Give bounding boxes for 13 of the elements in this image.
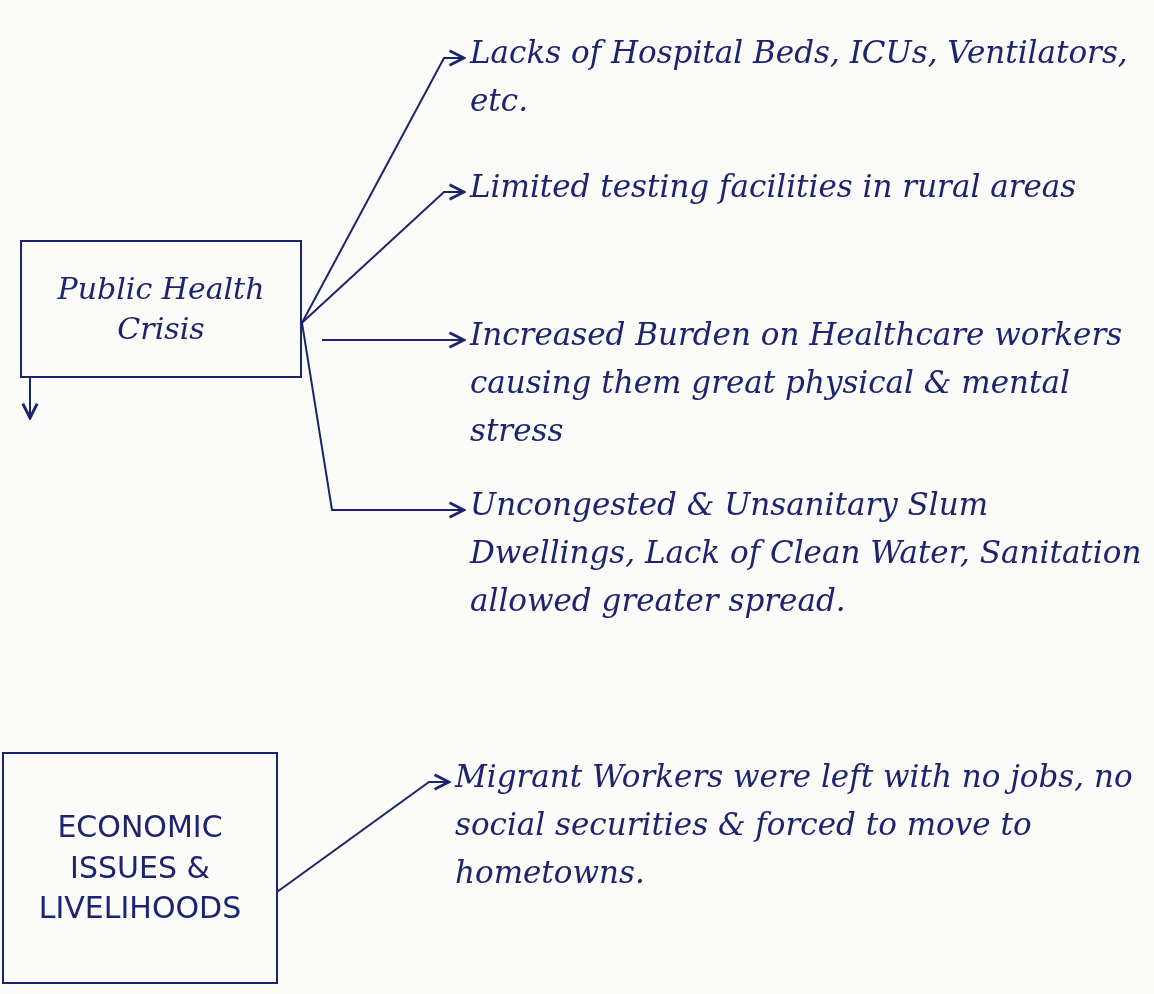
arrow <box>321 331 466 349</box>
arrow <box>277 773 451 893</box>
arrow <box>301 321 466 519</box>
arrow <box>301 49 466 324</box>
arrow <box>301 183 466 324</box>
note-text: Uncongested & Unsanitary Slum Dwellings, Lack of Clean Water, Sanitation allowed greater spread. <box>470 480 1150 680</box>
note-text: Limited testing facilities in rural areas <box>470 162 1130 282</box>
topic-box: Public Health Crisis <box>20 240 302 378</box>
arrow <box>21 377 39 420</box>
note-text: Increased Burden on Healthcare workers causing them great physical & mental stress <box>470 310 1150 470</box>
topic-box: ECONOMIC ISSUES & LIVELIHOODS <box>2 752 278 984</box>
note-text: Migrant Workers were left with no jobs, no social securities & forced to move to hometowns. <box>455 752 1145 982</box>
note-text: Lacks of Hospital Beds, ICUs, Ventilators, etc. <box>470 28 1130 148</box>
